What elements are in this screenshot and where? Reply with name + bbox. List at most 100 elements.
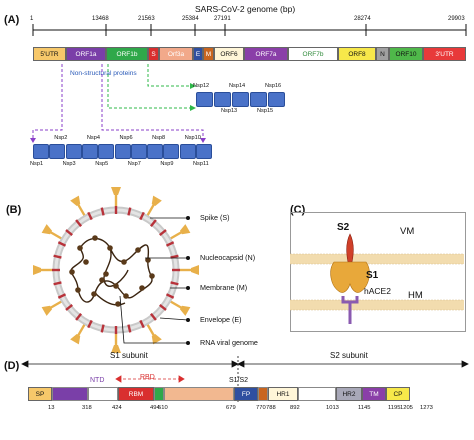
s2-subunit [346, 233, 354, 263]
membrane-protein [170, 281, 179, 286]
membrane-protein [149, 313, 157, 321]
nsp-block [98, 144, 115, 159]
nsp-label: Nsp12 [193, 83, 210, 89]
domain-position-label: 1273 [420, 405, 433, 411]
nsp-block [147, 144, 164, 159]
domain-position-label: 788 [266, 405, 276, 411]
spike-proteins [33, 187, 199, 353]
membrane-protein [127, 207, 132, 216]
s1-label: S1 [366, 270, 379, 281]
nucleocapsid-protein [107, 245, 113, 251]
domain-segment [298, 387, 336, 401]
nsp-label: Nsp14 [229, 83, 246, 89]
gene-s: S [148, 47, 159, 61]
spike-protein [70, 195, 87, 217]
nucleocapsid-protein [77, 245, 83, 251]
spike-protein [169, 299, 191, 316]
s1-subunit-label: S1 subunit [110, 351, 148, 360]
domain-segment [88, 387, 118, 401]
nucleocapsid-protein [139, 285, 145, 291]
nsp-block [214, 92, 231, 107]
membrane-protein [53, 254, 62, 259]
gene-orf1b: ORF1b [106, 47, 148, 61]
spike-protein [111, 332, 121, 353]
nsp-label: Nsp11 [193, 161, 209, 167]
membrane-protein [165, 293, 175, 299]
nsp-arrows [30, 64, 206, 143]
spike-protein [70, 323, 87, 345]
gene-orf3a: Orf3a [159, 47, 193, 61]
nsp-label: Nsp1 [30, 161, 44, 167]
nucleocapsid-protein [83, 259, 89, 265]
membrane-protein [114, 326, 118, 334]
gene-orf8: ORF8 [338, 47, 376, 61]
domain-position-label: 424 [112, 405, 122, 411]
membrane-protein [65, 303, 73, 311]
domain-segment [164, 387, 234, 401]
domain-position-label: 1145 [358, 405, 371, 411]
panel-b-label: (B) [6, 204, 22, 216]
gene-orf7b: ORF7b [288, 47, 338, 61]
membrane-protein [87, 319, 93, 329]
membrane-protein [53, 281, 62, 286]
hm-label: HM [408, 290, 423, 301]
label-nucleocapsid: Nucleocapsid (N) [200, 253, 256, 262]
pos-27191: 27191 [214, 16, 231, 22]
spike-protein [41, 299, 63, 316]
domain-hr2: HR2 [336, 387, 362, 401]
nsp-label: Nsp10 [184, 135, 201, 141]
label-envelope: Envelope (E) [200, 315, 242, 324]
domain-segment [154, 387, 164, 401]
membrane-protein [127, 324, 132, 333]
domain-cp: CP [386, 387, 410, 401]
domain-tm: TM [362, 387, 386, 401]
gene-orf10: ORF10 [389, 47, 423, 61]
panel-c-label: (C) [290, 204, 306, 216]
domain-position-label: 892 [290, 405, 300, 411]
nsp-label: Nsp13 [221, 108, 238, 114]
panel-c-frame [290, 212, 466, 332]
membrane-protein [172, 268, 180, 272]
host-membrane [290, 299, 464, 311]
gene-orf6: ORF6 [214, 47, 244, 61]
domain-rbm: RBM [118, 387, 154, 401]
nsp-label: Nsp15 [257, 108, 274, 114]
spike-domain-arrows [21, 356, 469, 402]
rbd-label: RBD [140, 374, 155, 381]
nsp-label: Nsp7 [127, 161, 141, 167]
domain-position-label: 679 [226, 405, 236, 411]
ntd-label: NTD [90, 377, 105, 384]
nsp-block [250, 92, 267, 107]
nsp-block [33, 144, 49, 159]
spike-protein [178, 265, 199, 275]
panel-a-label: (A) [4, 14, 20, 26]
domain-position-label: 1195 [388, 405, 401, 411]
spike-protein [145, 323, 162, 345]
spike-protein [145, 195, 162, 217]
domain-position-label: 13 [48, 405, 55, 411]
label-rna-genome: RNA viral genome [200, 338, 258, 347]
pos-13468: 13468 [92, 16, 109, 22]
domain-position-label: 494 [150, 405, 160, 411]
domain-fp: FP [234, 387, 258, 401]
membrane-protein [149, 219, 157, 227]
nucleocapsid-protein [99, 277, 105, 283]
membrane-protein [87, 211, 93, 221]
domain-sp: SP [28, 387, 52, 401]
nucleocapsid-protein [92, 235, 98, 241]
domain-segment [258, 387, 268, 401]
membrane-protein [139, 211, 145, 221]
membrane-protein [52, 268, 60, 272]
domain-position-label: 1205 [400, 405, 413, 411]
nsp-block [163, 144, 180, 159]
nsp-block [196, 144, 212, 159]
nsp-label: Nsp6 [119, 135, 133, 141]
genome-title: SARS-CoV-2 genome (bp) [195, 4, 296, 14]
domain-position-label: 510 [158, 405, 168, 411]
pos-1: 1 [30, 16, 34, 22]
membrane-protein [100, 324, 105, 333]
domain-segment [52, 387, 88, 401]
panel-d-label: (D) [4, 360, 20, 372]
s1s2-label: S1/S2 [229, 377, 249, 384]
label-spike: Spike (S) [200, 213, 230, 222]
